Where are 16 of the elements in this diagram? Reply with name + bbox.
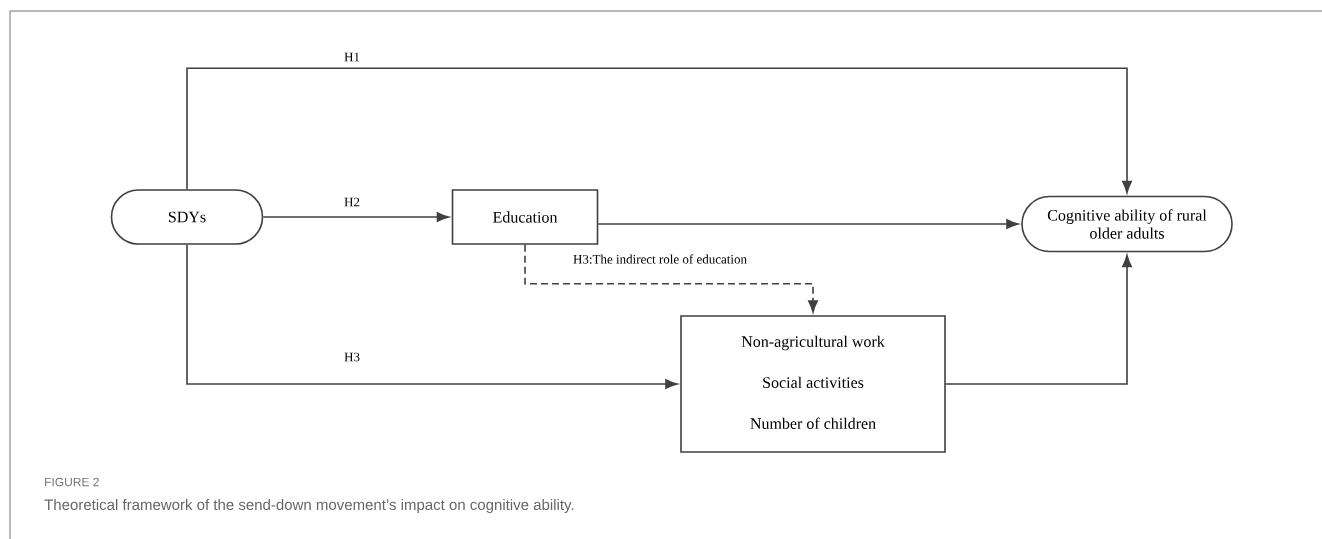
- arrow: [597, 219, 1019, 229]
- rounded-box: SDYs: [110, 189, 264, 245]
- process-box: Non-agricultural work Social activities Number of children: [680, 315, 946, 453]
- arrow: [186, 67, 1132, 194]
- caption: Theoretical framework of the send-down movement’s impact on cognitive ability.: [44, 499, 574, 513]
- edge-label: H3: [343, 351, 361, 363]
- arrow: [945, 254, 1132, 385]
- figure-number: FIGURE 2: [45, 477, 99, 487]
- rounded-box: Cognitive ability of rural older adults: [1021, 195, 1233, 253]
- edge-label: H2: [343, 196, 361, 208]
- edge-label: H3:The indirect role of education: [572, 253, 748, 265]
- arrow: [262, 212, 450, 222]
- arrow: [186, 244, 678, 389]
- edge-label: H1: [343, 51, 361, 63]
- arrow: [524, 244, 818, 313]
- process-box: Education: [451, 189, 599, 245]
